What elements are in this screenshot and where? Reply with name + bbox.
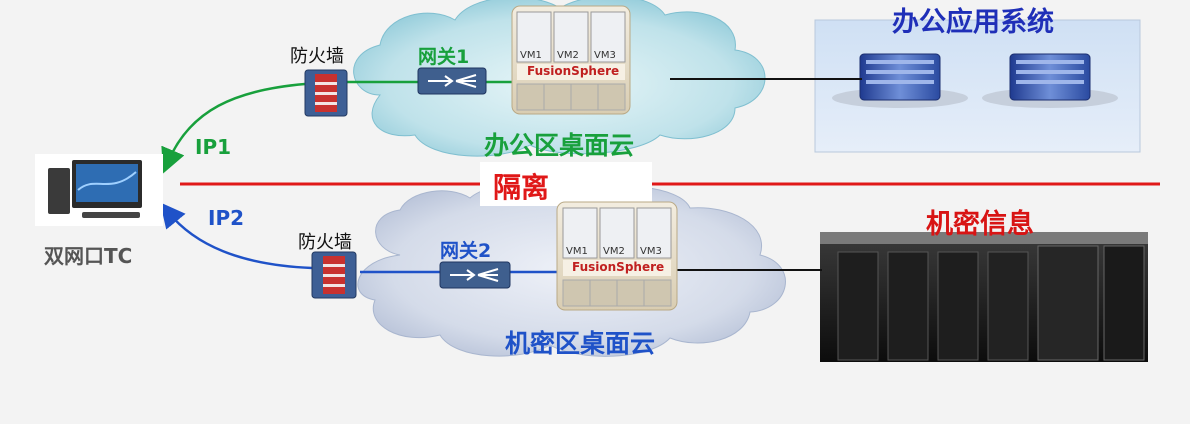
gateway-icon xyxy=(439,261,511,289)
thin-client-icon xyxy=(35,154,163,226)
office-system-title: 办公应用系统 xyxy=(892,7,1054,38)
office-cloud-label: 办公区桌面云 xyxy=(484,131,635,160)
ip2-arrow xyxy=(160,202,313,270)
office-gateway-label: 网关1 xyxy=(418,46,470,68)
office-fusionsphere-label: FusionSphere xyxy=(527,64,620,78)
fusionsphere-box xyxy=(511,5,631,115)
ip1-label: IP1 xyxy=(195,135,232,159)
gateway-icon xyxy=(417,67,487,95)
terminal-label: 双网口TC xyxy=(44,244,133,268)
secret-vm1-label: VM1 xyxy=(566,246,588,257)
office-vm1-label: VM1 xyxy=(520,50,542,61)
office-vm3-label: VM3 xyxy=(594,50,616,61)
secret-fusionsphere-label: FusionSphere xyxy=(572,260,665,274)
server-icon xyxy=(832,53,968,108)
fusionsphere-box xyxy=(556,201,678,311)
secret-vm3-label: VM3 xyxy=(640,246,662,257)
office-vm2-label: VM2 xyxy=(557,50,579,61)
secret-firewall-label: 防火墙 xyxy=(298,232,352,253)
ip1-arrow xyxy=(161,82,306,174)
server-icon xyxy=(982,53,1118,108)
secret-info-title: 机密信息 xyxy=(926,209,1034,240)
firewall-icon xyxy=(304,69,348,117)
secret-vm2-label: VM2 xyxy=(603,246,625,257)
isolation-label: 隔离 xyxy=(493,171,550,204)
datacenter-image xyxy=(820,232,1148,362)
firewall-icon xyxy=(311,251,357,299)
secret-cloud-label: 机密区桌面云 xyxy=(505,329,656,358)
ip2-label: IP2 xyxy=(208,206,245,230)
office-firewall-label: 防火墙 xyxy=(290,46,344,67)
secret-gateway-label: 网关2 xyxy=(440,240,492,262)
